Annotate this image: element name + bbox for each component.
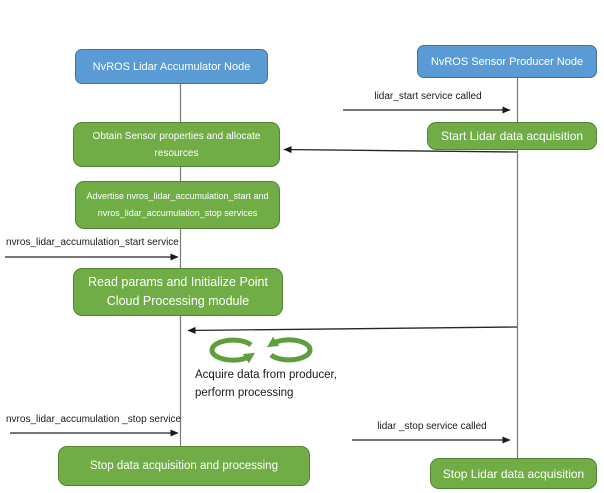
node-lidar-accumulator-label: NvROS Lidar Accumulator Node [92,60,251,73]
activity-stop-processing-label: Stop data acquisition and processing [90,460,278,472]
note-acquire-data: Acquire data from producer, perform proc… [195,366,337,403]
message-accumulation-start-label: nvros_lidar_accumulation_start service [6,237,179,248]
activity-stop-lidar-acquisition: Stop Lidar data acquisition [430,458,597,489]
activity-stop-lidar-acquisition-label: Stop Lidar data acquisition [442,466,585,481]
note-acquire-data-line1: Acquire data from producer, [195,369,337,381]
activity-advertise-services-label: Advertise nvros_lidar_accumulation_start… [86,190,269,218]
activity-obtain-sensor-properties-label: Obtain Sensor properties and allocate re… [92,130,261,159]
arrow-start-acquisition-ack [283,146,518,154]
node-sensor-producer-label: NvROS Sensor Producer Node [430,55,584,68]
activity-obtain-sensor-properties: Obtain Sensor properties and allocate re… [73,122,280,167]
note-acquire-data-line2: perform processing [195,387,294,400]
message-accumulation-stop-label: nvros_lidar_accumulation _stop service [6,414,182,425]
activity-stop-processing: Stop data acquisition and processing [58,446,310,486]
node-lidar-accumulator: NvROS Lidar Accumulator Node [75,49,268,84]
arrow-data-from-producer [187,326,518,334]
message-lidar-stop-label: lidar _stop service called [377,421,487,432]
loop-cycle-icon [209,336,313,364]
activity-read-params-init-label: Read params and Initialize Point Cloud P… [88,274,268,308]
activity-read-params-init: Read params and Initialize Point Cloud P… [73,268,283,316]
message-lidar-start-label: lidar_start service called [374,91,482,102]
activity-start-lidar-acquisition: Start Lidar data acquisition [427,122,597,150]
node-sensor-producer: NvROS Sensor Producer Node [417,45,597,78]
activity-advertise-services: Advertise nvros_lidar_accumulation_start… [75,181,280,229]
activity-start-lidar-acquisition-label: Start Lidar data acquisition [440,129,584,143]
